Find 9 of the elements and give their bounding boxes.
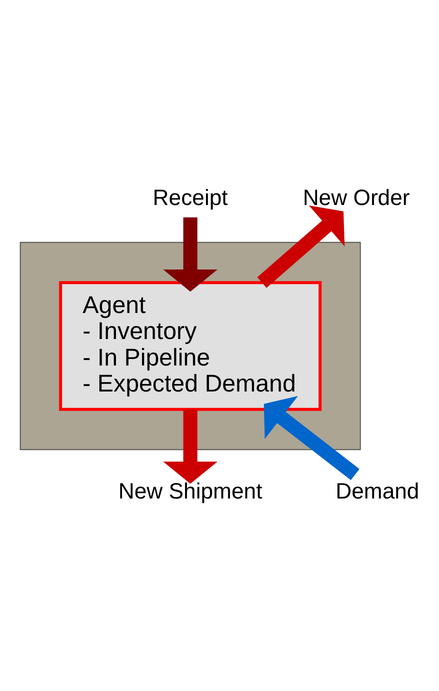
arrow	[163, 409, 218, 484]
node-text: Receipt	[152, 184, 228, 210]
arrow	[257, 204, 345, 288]
node-text: New Shipment	[118, 478, 262, 503]
cluster	[20, 241, 361, 450]
node-text: New Order	[302, 184, 410, 210]
arrow	[163, 216, 218, 292]
node-box: Agent - Inventory - In Pipeline - Expected Demand	[59, 280, 322, 410]
node-text: Demand	[336, 478, 420, 503]
